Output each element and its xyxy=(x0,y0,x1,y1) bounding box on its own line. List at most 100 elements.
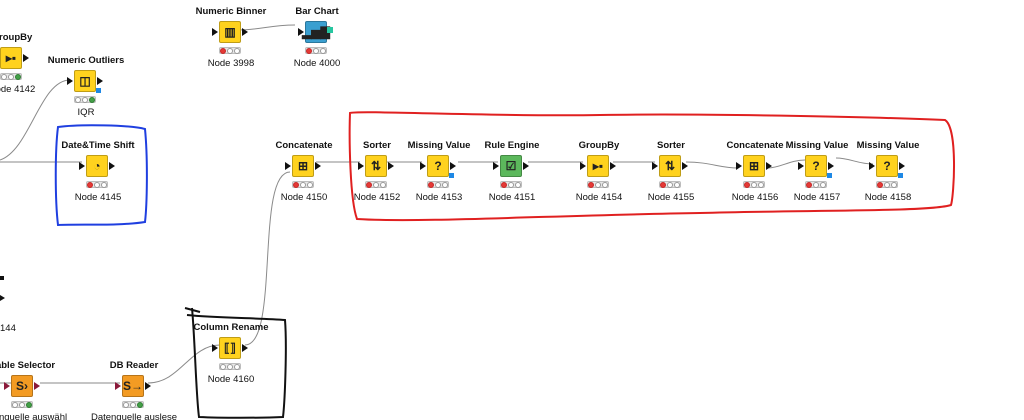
sort-icon: ⇅ xyxy=(659,155,681,177)
db-reader-icon: S→ xyxy=(122,375,144,397)
output-port[interactable] xyxy=(242,28,248,36)
node-label[interactable]: Datenquelle auslese xyxy=(90,412,178,420)
output-port[interactable] xyxy=(388,162,394,170)
node-title: Rule Engine xyxy=(484,140,540,151)
question-icon: ? xyxy=(876,155,898,177)
node-label[interactable]: Node 4155 xyxy=(647,192,695,203)
output-port[interactable] xyxy=(682,162,688,170)
node-label[interactable]: Node 4152 xyxy=(353,192,401,203)
output-port[interactable] xyxy=(766,162,772,170)
input-port[interactable] xyxy=(580,162,586,170)
output-port[interactable] xyxy=(610,162,616,170)
node-label[interactable]: Node 4153 xyxy=(415,192,463,203)
black-annotation-box xyxy=(184,307,287,419)
bar-chart-icon: ▂▅▇ xyxy=(302,21,330,43)
status-lights xyxy=(876,181,898,188)
sort-icon: ⇅ xyxy=(365,155,387,177)
input-port[interactable] xyxy=(285,162,291,170)
output-port[interactable] xyxy=(109,162,115,170)
partial-port-marker xyxy=(0,276,4,280)
node-label[interactable]: Node 4156 xyxy=(731,192,779,203)
groupby-icon: ▸▪ xyxy=(0,47,22,69)
status-lights xyxy=(365,181,387,188)
output-port[interactable] xyxy=(899,162,905,170)
node-title: DB Reader xyxy=(109,360,159,371)
model-port[interactable] xyxy=(449,173,454,178)
status-lights xyxy=(659,181,681,188)
input-port[interactable] xyxy=(652,162,658,170)
node-label[interactable]: Node 4157 xyxy=(793,192,841,203)
status-lights xyxy=(805,181,827,188)
db-selector-icon: S› xyxy=(11,375,33,397)
input-port[interactable] xyxy=(358,162,364,170)
db-output-port[interactable] xyxy=(34,382,40,390)
node-label[interactable]: Node 4150 xyxy=(280,192,328,203)
output-port[interactable] xyxy=(450,162,456,170)
node-title: Sorter xyxy=(657,140,685,151)
input-port[interactable] xyxy=(298,28,304,36)
status-lights xyxy=(305,47,327,54)
output-port[interactable] xyxy=(23,54,29,62)
output-port[interactable] xyxy=(145,382,151,390)
node-label[interactable]: Node 3998 xyxy=(207,58,255,69)
status-lights xyxy=(292,181,314,188)
status-lights xyxy=(122,401,144,408)
node-label[interactable]: Node 4000 xyxy=(293,58,341,69)
node-title: Numeric Outliers xyxy=(47,55,125,66)
db-input-port[interactable] xyxy=(115,382,121,390)
blue-annotation-box xyxy=(54,124,148,227)
node-label[interactable]: Node 4142 xyxy=(0,84,36,95)
model-port[interactable] xyxy=(898,173,903,178)
node-label[interactable]: IQR xyxy=(77,107,95,118)
rename-icon: ⟦⟧ xyxy=(219,337,241,359)
input-port[interactable] xyxy=(869,162,875,170)
node-label[interactable]: Node 4151 xyxy=(488,192,536,203)
node-title: GroupBy xyxy=(578,140,620,151)
partial-output-port[interactable] xyxy=(0,295,5,301)
input-port[interactable] xyxy=(67,77,73,85)
view-port[interactable] xyxy=(327,27,333,33)
status-lights xyxy=(86,181,108,188)
node-label[interactable]: Node 4160 xyxy=(207,374,255,385)
input-port[interactable] xyxy=(79,162,85,170)
status-lights xyxy=(74,96,96,103)
node-title: Missing Value xyxy=(785,140,849,151)
node-title: Sorter xyxy=(363,140,391,151)
input-port[interactable] xyxy=(493,162,499,170)
input-port[interactable] xyxy=(212,28,218,36)
node-title: Column Rename xyxy=(193,322,269,333)
node-title: Concatenate xyxy=(275,140,333,151)
status-lights xyxy=(11,401,33,408)
rule-icon: ☑ xyxy=(500,155,522,177)
question-icon: ? xyxy=(427,155,449,177)
db-input-port[interactable] xyxy=(4,382,10,390)
node-label-partial[interactable]: 144 xyxy=(0,323,16,334)
input-port[interactable] xyxy=(212,344,218,352)
output-port[interactable] xyxy=(523,162,529,170)
model-port[interactable] xyxy=(827,173,832,178)
node-title: Date&Time Shift xyxy=(61,140,135,151)
node-label[interactable]: Node 4158 xyxy=(864,192,912,203)
input-port[interactable] xyxy=(798,162,804,170)
status-lights xyxy=(219,47,241,54)
status-lights xyxy=(587,181,609,188)
output-port[interactable] xyxy=(242,344,248,352)
node-title: Bar Chart xyxy=(295,6,339,17)
concatenate-icon: ⊞ xyxy=(743,155,765,177)
node-label[interactable]: Node 4154 xyxy=(575,192,623,203)
status-lights xyxy=(500,181,522,188)
output-port[interactable] xyxy=(97,77,103,85)
output-port[interactable] xyxy=(828,162,834,170)
input-port[interactable] xyxy=(736,162,742,170)
node-title: Concatenate xyxy=(726,140,784,151)
model-port[interactable] xyxy=(96,88,101,93)
status-lights xyxy=(219,363,241,370)
node-label[interactable]: Node 4145 xyxy=(74,192,122,203)
output-port[interactable] xyxy=(315,162,321,170)
status-lights xyxy=(743,181,765,188)
input-port[interactable] xyxy=(420,162,426,170)
node-title: Table Selector xyxy=(0,360,56,371)
node-label[interactable]: Datenquelle auswähl xyxy=(0,412,68,420)
